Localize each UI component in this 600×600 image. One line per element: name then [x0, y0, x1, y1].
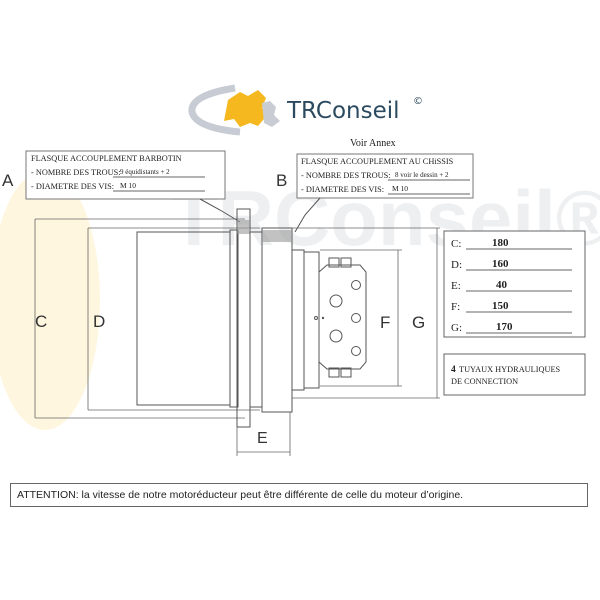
svg-text:- NOMBRE DES TROUS:: - NOMBRE DES TROUS:	[301, 171, 391, 180]
svg-text:9 équidistants + 2: 9 équidistants + 2	[120, 168, 170, 176]
dim-row-e: E: 40	[451, 279, 572, 292]
svg-text:40: 40	[496, 279, 508, 291]
svg-text:©: ©	[413, 96, 423, 107]
label-a: A	[2, 171, 14, 190]
svg-text:M 10: M 10	[120, 181, 136, 190]
dimension-lines	[34, 219, 440, 456]
svg-text:150: 150	[492, 300, 509, 312]
logo: TRConseil ©	[188, 84, 423, 136]
svg-text:G:: G:	[451, 322, 462, 334]
svg-text:FLASQUE ACCOUPLEMENT BARBOTIN: FLASQUE ACCOUPLEMENT BARBOTIN	[31, 154, 182, 163]
dim-row-g: G: 170	[451, 321, 572, 334]
svg-text:TUYAUX HYDRAULIQUES: TUYAUX HYDRAULIQUES	[459, 365, 561, 374]
svg-text:- DIAMETRE DES VIS:: - DIAMETRE DES VIS:	[301, 185, 384, 194]
label-f: F	[380, 313, 390, 332]
label-d: D	[93, 312, 105, 331]
svg-text:M 10: M 10	[392, 184, 408, 193]
box-flasque-barbotin: FLASQUE ACCOUPLEMENT BARBOTIN - NOMBRE D…	[25, 150, 226, 200]
label-g: G	[412, 313, 425, 332]
svg-text:180: 180	[492, 237, 509, 249]
svg-text:C:: C:	[451, 238, 461, 250]
dim-row-f: F: 150	[451, 300, 572, 313]
svg-text:170: 170	[496, 321, 513, 333]
svg-text:D:: D:	[451, 259, 462, 271]
voir-annex: Voir Annex	[350, 138, 396, 149]
dim-row-d: D: 160	[451, 258, 572, 271]
dimensions-table: C: 180 D: 160 E: 40 F: 150 G: 170	[443, 230, 586, 338]
box-flasque-chassis: FLASQUE ACCOUPLEMENT AU CHiSSIS - NOMBRE…	[296, 153, 474, 199]
svg-text:E:: E:	[451, 280, 461, 292]
svg-text:160: 160	[492, 258, 509, 270]
svg-text:4: 4	[451, 365, 456, 375]
label-b: B	[276, 171, 287, 190]
attention-notice: ATTENTION: la vitesse de notre motoréduc…	[10, 483, 588, 507]
svg-text:FLASQUE ACCOUPLEMENT AU CHiSSI: FLASQUE ACCOUPLEMENT AU CHiSSIS	[301, 157, 454, 166]
svg-text:DE CONNECTION: DE CONNECTION	[451, 377, 518, 386]
svg-text:- DIAMETRE DES VIS:: - DIAMETRE DES VIS:	[31, 182, 114, 191]
svg-text:F:: F:	[451, 301, 460, 313]
dim-row-c: C: 180	[451, 237, 572, 250]
label-c: C	[35, 312, 47, 331]
puzzle-icon	[224, 90, 268, 127]
motor-drawing	[35, 208, 367, 428]
svg-text:8 voir le dessin + 2: 8 voir le dessin + 2	[395, 171, 449, 179]
label-e: E	[257, 430, 268, 447]
hydraulic-box: 4 TUYAUX HYDRAULIQUES DE CONNECTION	[443, 353, 586, 396]
svg-text:- NOMBRE DES TROUS:: - NOMBRE DES TROUS:	[31, 168, 121, 177]
svg-text:TRConseil: TRConseil	[286, 98, 400, 124]
